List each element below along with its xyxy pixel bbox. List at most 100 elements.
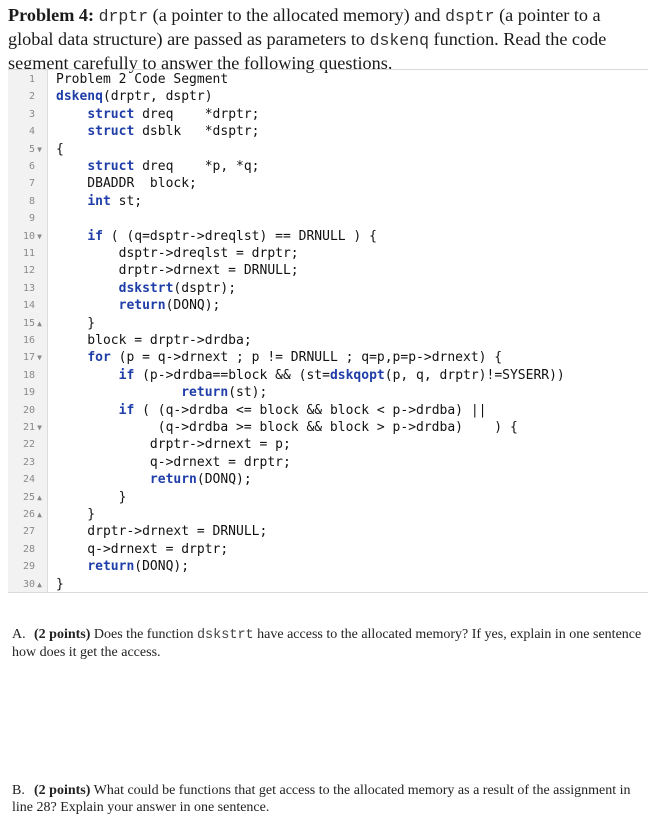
- line-number-value: 14: [22, 300, 35, 312]
- code-text: block = drptr->drdba;: [56, 333, 252, 348]
- code-line: 25▲ }: [8, 489, 648, 506]
- line-number-value: 28: [22, 543, 35, 555]
- line-number: 30▲: [8, 576, 44, 593]
- code-line: 9: [8, 210, 648, 227]
- code-text: return(DONQ);: [149, 472, 252, 488]
- problem-text-1: (a pointer to the allocated memory) and: [148, 5, 446, 25]
- code-line: 21▼ (q->drdba >= block && block > p->drd…: [8, 419, 648, 436]
- line-number: 21▼: [8, 419, 44, 436]
- line-number: 15▲: [8, 315, 44, 332]
- line-number: 14: [8, 297, 44, 314]
- line-number-gutter: [8, 70, 48, 592]
- code-text: if ( (q=dsptr->dreqlst) == DRNULL ) {: [87, 228, 377, 244]
- line-number-value: 7: [28, 178, 35, 190]
- line-number: 6: [8, 158, 44, 175]
- fold-close-icon[interactable]: ▲: [37, 510, 42, 519]
- line-number: 29: [8, 558, 44, 575]
- code-line: 24 return(DONQ);: [8, 471, 648, 488]
- line-number-value: 12: [22, 265, 35, 277]
- line-number-value: 23: [22, 456, 35, 468]
- code-text: q->drnext = drptr;: [56, 454, 291, 470]
- code-line: 4 struct dsblk *dsptr;: [8, 123, 648, 140]
- question-a-points: (2 points): [34, 627, 91, 642]
- line-number: 8: [8, 193, 44, 210]
- question-a-label: A.: [12, 627, 26, 642]
- code-text: }: [56, 315, 96, 331]
- fold-close-icon[interactable]: ▲: [37, 579, 42, 589]
- code-line: 12 drptr->drnext = DRNULL;: [8, 262, 648, 279]
- code-line: 30▲}: [8, 576, 648, 593]
- code-line: 29 return(DONQ);: [8, 558, 648, 575]
- question-b: B. (2 points) What could be functions tha…: [12, 782, 642, 816]
- line-number-value: 5: [28, 143, 35, 155]
- line-number: 3: [8, 106, 44, 123]
- code-line: 22 drptr->drnext = p;: [8, 436, 648, 453]
- line-number: 12: [8, 262, 44, 279]
- fold-open-icon[interactable]: ▼: [37, 353, 42, 363]
- line-number: 1: [8, 71, 44, 88]
- question-a-func: dskstrt: [196, 628, 254, 643]
- line-number-value: 20: [22, 404, 35, 416]
- code-text: }: [56, 489, 127, 505]
- question-b-points: (2 points): [34, 783, 91, 798]
- problem-text-2: (a pointer to a global data structure) a…: [8, 5, 601, 49]
- code-line: 27 drptr->drnext = DRNULL;: [8, 523, 648, 540]
- code-text: return(DONQ);: [87, 559, 190, 575]
- line-number: 17▼: [8, 349, 44, 366]
- question-a: A.(2 points) Does the function dskstrt h…: [12, 626, 642, 661]
- fold-close-icon[interactable]: ▲: [37, 318, 42, 328]
- code-line: 7 DBADDR block;: [8, 175, 648, 192]
- line-number: 11: [8, 245, 44, 262]
- fold-open-icon[interactable]: ▼: [37, 423, 42, 432]
- line-number: 16: [8, 332, 44, 349]
- code-line: 17▼ for (p = q->drnext ; p != DRNULL ; q…: [8, 349, 648, 366]
- line-number-value: 27: [22, 526, 35, 538]
- question-b-text: What could be functions that get access …: [12, 783, 631, 815]
- line-number: 5▼: [8, 141, 44, 158]
- line-number-value: 13: [22, 282, 35, 294]
- line-number: 2: [8, 88, 44, 105]
- fold-open-icon[interactable]: ▼: [37, 231, 42, 241]
- code-line: 19 return(st);: [8, 384, 648, 401]
- question-b-label: B.: [12, 783, 25, 798]
- code-line: 18 if (p->drdba==block && (st=dskqopt(p,…: [8, 367, 648, 384]
- line-number: 10▼: [8, 228, 44, 245]
- line-number-value: 15: [22, 317, 35, 329]
- line-number-value: 2: [28, 91, 35, 103]
- code-text: if (p->drdba==block && (st=dskqopt(p, q,…: [118, 367, 565, 383]
- line-number-value: 16: [22, 335, 35, 346]
- var-drptr: drptr: [98, 7, 149, 26]
- code-text: (q->drdba >= block && block > p->drdba) …: [56, 420, 518, 435]
- line-number: 23: [8, 454, 44, 471]
- line-number-value: 18: [22, 369, 35, 381]
- code-line: 8 int st;: [8, 193, 648, 210]
- line-number: 9: [8, 210, 44, 227]
- line-number-value: 30: [22, 578, 35, 590]
- code-line: 16 block = drptr->drdba;: [8, 332, 648, 349]
- line-number-value: 25: [22, 491, 35, 503]
- code-text: return(st);: [181, 385, 268, 401]
- code-line: 28 q->drnext = drptr;: [8, 541, 648, 558]
- line-number-value: 19: [22, 387, 35, 399]
- code-line: 3 struct dreq *drptr;: [8, 106, 648, 123]
- line-number-value: 1: [28, 74, 35, 85]
- code-text: DBADDR block;: [56, 176, 197, 192]
- code-text: struct dsblk *dsptr;: [87, 124, 260, 140]
- code-line: 23 q->drnext = drptr;: [8, 454, 648, 471]
- code-text: drptr->drnext = DRNULL;: [56, 263, 299, 279]
- code-text: drptr->drnext = DRNULL;: [56, 524, 268, 540]
- line-number: 26▲: [8, 506, 44, 523]
- line-number: 27: [8, 523, 44, 540]
- line-number-value: 10: [22, 230, 35, 242]
- code-text: for (p = q->drnext ; p != DRNULL ; q=p,p…: [87, 350, 503, 366]
- line-number: 28: [8, 541, 44, 558]
- line-number: 20: [8, 402, 44, 419]
- line-number: 18: [8, 367, 44, 384]
- code-text: struct dreq *p, *q;: [87, 159, 260, 174]
- line-number-value: 8: [28, 195, 35, 207]
- line-number: 13: [8, 280, 44, 297]
- fold-close-icon[interactable]: ▲: [37, 492, 42, 502]
- fold-open-icon[interactable]: ▼: [37, 144, 42, 154]
